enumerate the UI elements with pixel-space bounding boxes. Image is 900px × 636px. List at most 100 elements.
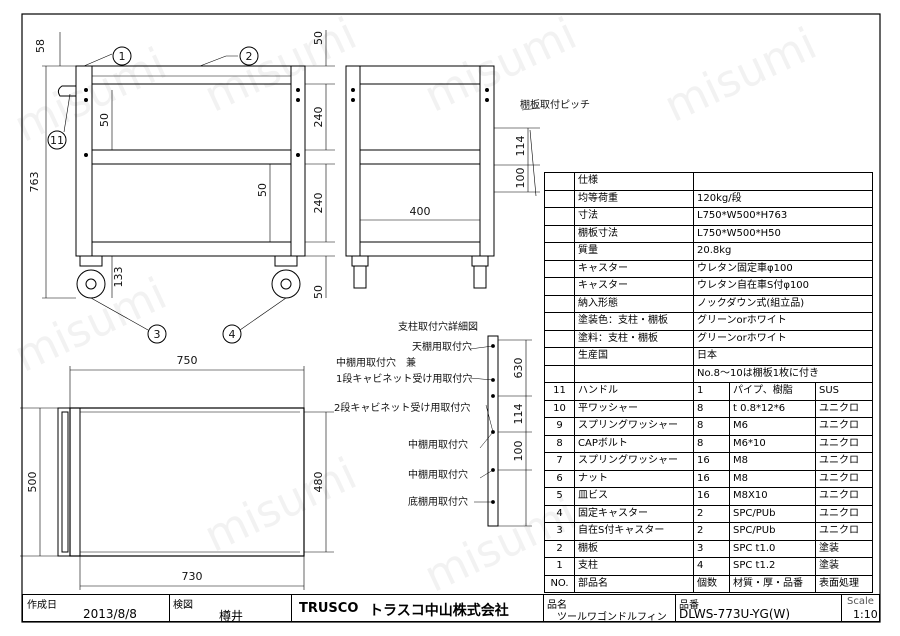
spec-cell-mat: ウレタン固定車φ100 — [693, 259, 873, 278]
spec-cell-qty: 8 — [693, 417, 730, 436]
brand-logo: TRUSCO — [299, 601, 359, 616]
spec-cell-name: 平ワッシャー — [574, 399, 694, 418]
spec-cell-mat: SPC t1.2 — [729, 557, 816, 576]
created-date: 2013/8/8 — [83, 607, 137, 621]
spec-cell-mat: パイプ、樹脂 — [729, 382, 816, 401]
spec-row: キャスターウレタン自在車S付φ100 — [544, 277, 873, 296]
dim-240-lower: 240 — [312, 193, 325, 214]
spec-cell-name: 寸法 — [574, 207, 694, 226]
spec-row: 生産国日本 — [544, 347, 873, 366]
spec-cell-no: 5 — [544, 487, 575, 506]
plan-view — [20, 366, 334, 590]
spec-cell-qty: 3 — [693, 539, 730, 558]
spec-cell-qty: 16 — [693, 452, 730, 471]
spec-cell-qty: 2 — [693, 504, 730, 523]
spec-cell-fin: SUS — [815, 382, 873, 401]
note-mid-combo: 中棚用取付穴 兼 — [336, 356, 416, 369]
spec-cell-no — [544, 242, 575, 261]
title-block: 作成日 2013/8/8 検図 樽井 TRUSCO トラスコ中山株式会社 品名 … — [22, 594, 880, 623]
spec-row: 塗装色：支柱・棚板グリーンorホワイト — [544, 312, 873, 331]
spec-cell-no — [544, 294, 575, 313]
spec-cell-mat: ウレタン自在車S付φ100 — [693, 277, 873, 296]
dim-detail-630: 630 — [512, 358, 525, 379]
spec-cell-mat: L750*W500*H763 — [693, 207, 873, 226]
spec-cell-qty: 16 — [693, 487, 730, 506]
dim-side-top: 58 — [34, 39, 47, 53]
callout-label: 4 — [229, 328, 236, 341]
spec-row: No.8～10は棚板1枚に付き — [544, 364, 873, 383]
spec-row: NO.部品名個数材質・厚・品番表面処理 — [544, 574, 873, 593]
spec-cell-fin: ユニクロ — [815, 469, 873, 488]
spec-cell-name: 塗装色：支柱・棚板 — [574, 312, 694, 331]
spec-cell-name: キャスター — [574, 277, 694, 296]
spec-cell-fin: ユニクロ — [815, 504, 873, 523]
checked-label: 検図 — [173, 600, 193, 611]
name-label: 品名 — [547, 600, 567, 611]
dim-top-50: 50 — [312, 31, 325, 45]
spec-cell-name: スプリングワッシャー — [574, 417, 694, 436]
dim-detail-114: 114 — [512, 404, 525, 425]
spec-cell-name: 皿ビス — [574, 487, 694, 506]
spec-cell-no: 3 — [544, 522, 575, 541]
spec-row: キャスターウレタン固定車φ100 — [544, 259, 873, 278]
spec-row: 塗料：支柱・棚板グリーンorホワイト — [544, 329, 873, 348]
spec-cell-name: CAPボルト — [574, 434, 694, 453]
dim-plan-width: 750 — [177, 354, 198, 367]
spec-cell-fin: ユニクロ — [815, 399, 873, 418]
dim-side-height: 763 — [28, 172, 41, 193]
spec-cell-no: 4 — [544, 504, 575, 523]
spec-cell-mat: L750*W500*H50 — [693, 224, 873, 243]
spec-cell-no: 10 — [544, 399, 575, 418]
spec-cell-name: 支柱 — [574, 557, 694, 576]
spec-cell-name: 仕様 — [574, 172, 694, 191]
part-label: 品番 — [679, 600, 699, 611]
spec-cell-no: 2 — [544, 539, 575, 558]
note-bottom: 底棚用取付穴 — [408, 495, 468, 508]
spec-cell-no: 8 — [544, 434, 575, 453]
spec-cell-no: 6 — [544, 469, 575, 488]
spec-cell-mat: 120kg/段 — [693, 189, 873, 208]
callout-1 — [112, 46, 132, 66]
spec-cell-qty: 8 — [693, 399, 730, 418]
spec-cell-mat: グリーンorホワイト — [693, 329, 873, 348]
spec-cell-qty: 個数 — [693, 574, 730, 593]
spec-cell-fin: 塗装 — [815, 557, 873, 576]
note-mid-b: 中棚用取付穴 — [408, 468, 468, 481]
spec-cell-qty: 1 — [693, 382, 730, 401]
spec-cell-name: ハンドル — [574, 382, 694, 401]
spec-cell-mat: M8X10 — [729, 487, 816, 506]
spec-cell-name: 部品名 — [574, 574, 694, 593]
callout-label: 1 — [119, 50, 126, 63]
spec-cell-mat: 20.8kg — [693, 242, 873, 261]
spec-cell-mat: M6*10 — [729, 434, 816, 453]
spec-cell-mat: SPC/PUb — [729, 522, 816, 541]
spec-cell-no: 7 — [544, 452, 575, 471]
end-view — [345, 65, 541, 289]
dim-plan-inner-depth: 480 — [312, 472, 325, 493]
spec-cell-name: 均等荷重 — [574, 189, 694, 208]
dim-side-inner: 50 — [98, 113, 111, 127]
part-number: DLWS-773U-YG(W) — [679, 607, 791, 621]
spec-cell-fin: 表面処理 — [815, 574, 873, 593]
note-mid-a: 中棚用取付穴 — [408, 438, 468, 451]
spec-cell-name: 生産国 — [574, 347, 694, 366]
spec-cell-no — [544, 347, 575, 366]
dim-pitch-114: 114 — [514, 136, 527, 157]
spec-cell-fin: ユニクロ — [815, 417, 873, 436]
spec-cell-no — [544, 189, 575, 208]
spec-cell-qty: 8 — [693, 434, 730, 453]
checker: 樽井 — [219, 609, 244, 623]
side-view — [42, 30, 335, 331]
company-name: トラスコ中山株式会社 — [369, 603, 509, 619]
scale-value: 1:10 — [853, 608, 878, 621]
note-top-hole: 天棚用取付穴 — [412, 340, 472, 353]
